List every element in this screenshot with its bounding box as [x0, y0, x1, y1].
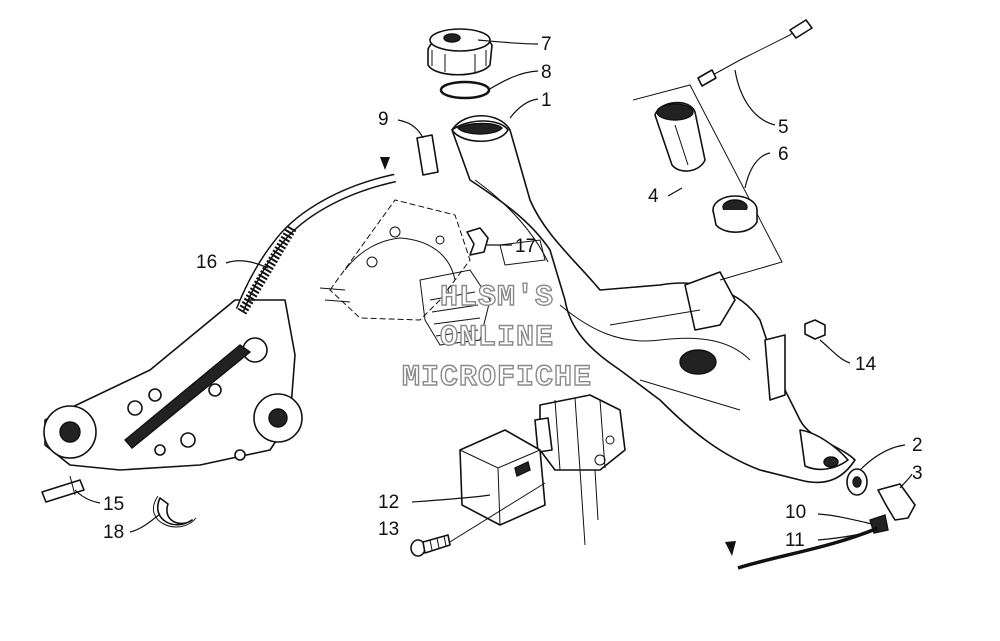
callout-14: 14: [855, 354, 877, 375]
grommet-2: [846, 468, 868, 496]
callout-10: 10: [785, 502, 806, 523]
nut-14: [804, 319, 826, 340]
fuel-hose-11: [737, 526, 879, 570]
callout-17: 17: [515, 236, 536, 257]
hose-15: [41, 479, 85, 503]
clip-17: [466, 227, 489, 256]
fuel-gauge-assembly: [632, 19, 813, 281]
callout-8: 8: [541, 62, 552, 83]
fitting-3: [877, 483, 916, 521]
watermark-line-3: MICROFICHE: [402, 361, 592, 395]
watermark-line-1: HLSM'S: [440, 281, 554, 315]
callout-18: 18: [103, 522, 124, 543]
watermark-line-2: ONLINE: [440, 321, 554, 355]
callout-9: 9: [378, 109, 389, 130]
warning-decal: [416, 134, 439, 176]
o-ring: [439, 80, 491, 100]
callout-12: 12: [378, 492, 399, 513]
leader-lines: [74, 39, 913, 541]
callout-6: 6: [778, 144, 789, 165]
callout-7: 7: [541, 34, 552, 55]
callout-4: 4: [648, 186, 659, 207]
hose-end-arrow: [380, 157, 390, 170]
vent-hose-16: [235, 157, 396, 315]
callout-5: 5: [778, 117, 789, 138]
hose-end-arrow-2: [725, 541, 736, 556]
screw-13: [410, 534, 451, 557]
callout-11: 11: [785, 530, 805, 551]
callout-13: 13: [378, 519, 399, 540]
callout-2: 2: [912, 435, 923, 456]
callouts: 7 8 1 9 5 6 4 16 17 14 2 3 12 13 10 11 1…: [103, 34, 923, 551]
engine-frame-drawing: [319, 199, 626, 546]
clamp-18: [157, 497, 193, 526]
callout-16: 16: [196, 252, 217, 273]
gas-cap: [427, 28, 493, 76]
watermark: HLSM'S ONLINE MICROFICHE: [401, 280, 592, 395]
air-filter-box: [444, 429, 546, 546]
callout-3: 3: [912, 463, 923, 484]
callout-15: 15: [103, 494, 124, 515]
frame-plate: [43, 299, 303, 471]
fuel-tank: [451, 115, 856, 484]
callout-1: 1: [541, 90, 552, 111]
